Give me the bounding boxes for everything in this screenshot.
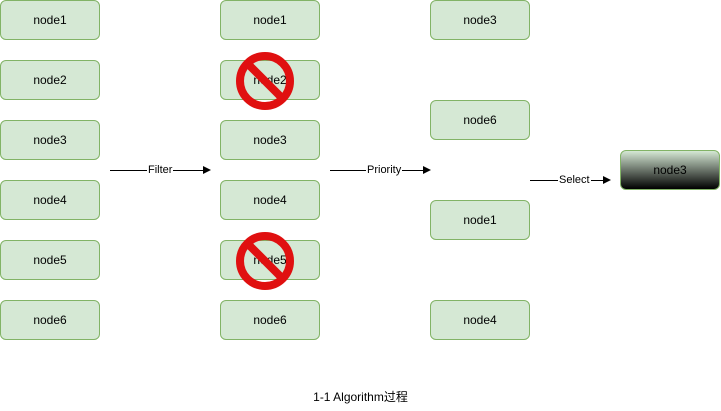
node-box-filtered-4: node4 [220, 180, 320, 220]
node-box-filtered-6: node6 [220, 300, 320, 340]
arrowhead-icon [203, 166, 211, 174]
node-box-all-6: node6 [0, 300, 100, 340]
node-box-all-2: node2 [0, 60, 100, 100]
node-label: node5 [33, 253, 67, 267]
priority-label: Priority [366, 164, 403, 176]
node-label: node3 [463, 13, 497, 27]
node-box-all-5: node5 [0, 240, 100, 280]
node-label: node4 [463, 313, 497, 327]
node-box-prioritized-4: node4 [430, 300, 530, 340]
node-label: node3 [253, 133, 287, 147]
node-label: node6 [33, 313, 67, 327]
node-label: node2 [33, 73, 67, 87]
node-label: node3 [653, 163, 687, 177]
filter-label: Filter [147, 164, 174, 176]
node-label: node1 [33, 13, 67, 27]
node-box-filtered-5: node5 [220, 240, 320, 280]
node-box-prioritized-2: node6 [430, 100, 530, 140]
node-label: node6 [463, 113, 497, 127]
node-box-prioritized-1: node3 [430, 0, 530, 40]
node-label: node6 [253, 313, 287, 327]
selected-node-box: node3 [620, 150, 720, 190]
node-box-all-1: node1 [0, 0, 100, 40]
node-box-prioritized-3: node1 [430, 200, 530, 240]
prohibited-icon [236, 232, 294, 290]
arrowhead-icon [423, 166, 431, 174]
node-label: node1 [463, 213, 497, 227]
node-box-filtered-1: node1 [220, 0, 320, 40]
node-label: node1 [253, 13, 287, 27]
node-label: node3 [33, 133, 67, 147]
node-box-all-3: node3 [0, 120, 100, 160]
arrowhead-icon [603, 176, 611, 184]
prohibited-icon [236, 52, 294, 110]
node-box-all-4: node4 [0, 180, 100, 220]
node-box-filtered-3: node3 [220, 120, 320, 160]
figure-caption: 1-1 Algorithm过程 [313, 390, 408, 404]
select-label: Select [558, 174, 591, 186]
node-label: node4 [33, 193, 67, 207]
node-label: node4 [253, 193, 287, 207]
